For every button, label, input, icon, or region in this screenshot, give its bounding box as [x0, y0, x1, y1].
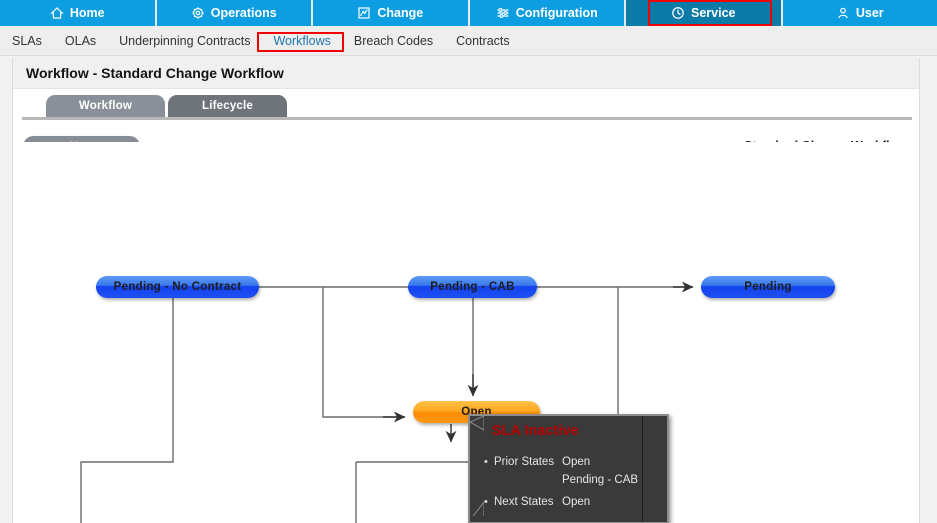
gear-icon	[191, 6, 205, 20]
topnav-label-operations: Operations	[210, 6, 277, 20]
topnav-label-service: Service	[691, 6, 736, 20]
tab-lifecycle-label: Lifecycle	[201, 100, 254, 112]
tooltip-bullet-prior: •	[484, 456, 488, 468]
sliders-icon	[496, 6, 510, 20]
tooltip-label-next-states: Next States	[494, 496, 554, 508]
content-panel: Workflow - Standard Change Workflow Work…	[12, 58, 920, 523]
home-icon	[50, 6, 64, 20]
workflow-node-pending[interactable]: Pending	[701, 276, 835, 298]
tooltip-title: SLA Inactive	[492, 423, 579, 439]
tab-lifecycle[interactable]: Lifecycle	[168, 95, 287, 117]
tooltip-label-prior-states: Prior States	[494, 456, 555, 468]
workflow-node-pending-cab[interactable]: Pending - CAB	[408, 276, 537, 298]
tooltip-value-prior-1: Open	[562, 456, 591, 468]
subnav-item-underpinning-contracts[interactable]: Underpinning Contracts	[119, 33, 251, 48]
topnav-item-operations[interactable]: Operations	[156, 0, 313, 26]
tab-strip: Workflow Lifecycle	[13, 89, 919, 120]
clock-icon	[671, 6, 685, 20]
subnav-item-olas[interactable]: OLAs	[64, 33, 97, 48]
tooltip-value-next-1: Open	[562, 496, 591, 508]
chart-icon	[357, 6, 371, 20]
node-label: Pending - CAB	[430, 281, 515, 293]
state-tooltip: SLA Inactive • Prior States Open Pending…	[468, 414, 669, 523]
tab-underline-rule	[22, 117, 912, 120]
topnav-item-change[interactable]: Change	[313, 0, 470, 26]
panel-toolbar: New Standard Change Workflow	[13, 89, 919, 157]
topnav-label-user: User	[855, 6, 884, 20]
topnav-label-change: Change	[377, 6, 424, 20]
subnav-item-workflows[interactable]: Workflows	[273, 33, 331, 48]
topnav-item-service[interactable]: Service	[626, 0, 783, 26]
topnav-item-home[interactable]: Home	[0, 0, 157, 26]
tab-workflow[interactable]: Workflow	[46, 95, 165, 117]
workflow-connectors	[80, 281, 694, 523]
node-label: Pending - No Contract	[113, 281, 242, 293]
sub-navigation-bar: SLAs OLAs Underpinning Contracts Workflo…	[0, 26, 937, 56]
top-navigation-bar: Home Operations Change	[0, 0, 937, 26]
tooltip-bullet-next: •	[484, 496, 488, 508]
subnav-item-slas[interactable]: SLAs	[12, 33, 42, 48]
tab-workflow-label: Workflow	[78, 100, 133, 112]
topnav-item-user[interactable]: User	[782, 0, 937, 26]
node-label: Pending	[744, 281, 792, 293]
panel-header: Workflow - Standard Change Workflow	[13, 58, 919, 89]
workflow-diagram-canvas[interactable]: Pending - No Contract Pending - CAB Pend…	[13, 142, 919, 523]
topnav-item-configuration[interactable]: Configuration	[469, 0, 626, 26]
tooltip-divider	[642, 416, 643, 522]
subnav-item-contracts[interactable]: Contracts	[456, 33, 510, 48]
page-title: Workflow - Standard Change Workflow	[26, 65, 284, 81]
topnav-label-home: Home	[69, 6, 105, 20]
tooltip-pointer-tail	[470, 416, 484, 516]
topnav-label-configuration: Configuration	[515, 6, 598, 20]
person-icon	[836, 6, 850, 20]
subnav-item-breach-codes[interactable]: Breach Codes	[353, 33, 434, 48]
tooltip-value-prior-2: Pending - CAB	[562, 474, 639, 486]
right-gutter	[920, 58, 937, 523]
workflow-node-pending-no-contract[interactable]: Pending - No Contract	[96, 276, 259, 298]
